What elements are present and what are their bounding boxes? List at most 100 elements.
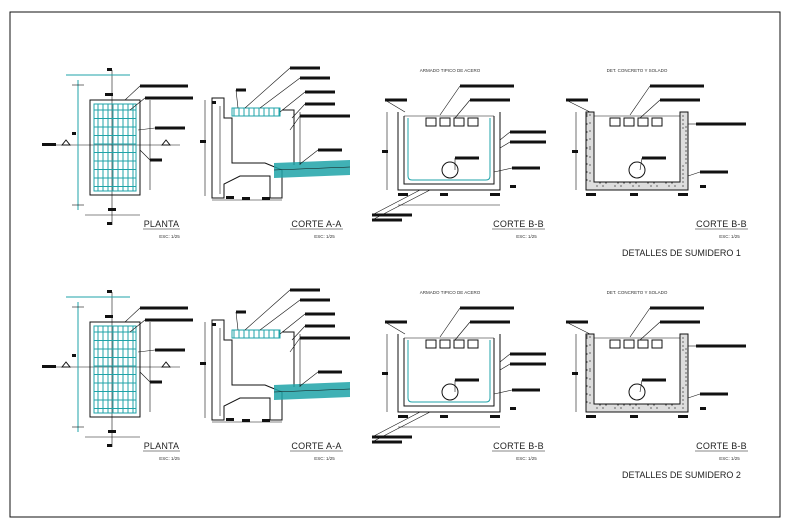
label-tag xyxy=(42,365,56,368)
aggregate-dot xyxy=(665,182,667,184)
leader-line xyxy=(259,299,301,331)
leader-line xyxy=(639,379,643,393)
leader-line xyxy=(493,167,513,173)
label-tag xyxy=(566,98,588,102)
label-tag xyxy=(440,415,448,418)
leader-line xyxy=(244,67,291,109)
aggregate-dot xyxy=(599,182,601,184)
aggregate-dot xyxy=(596,185,598,187)
leader-line xyxy=(384,99,406,113)
label-tag xyxy=(290,288,320,292)
leader-line xyxy=(139,371,151,383)
pipe-body xyxy=(274,160,350,178)
stirrup xyxy=(439,117,451,127)
label-tag xyxy=(696,122,746,126)
right-wall xyxy=(282,331,295,387)
aggregate-dot xyxy=(605,404,607,406)
aggregate-dot xyxy=(682,403,684,405)
label-tag xyxy=(510,130,546,134)
aggregate-dot xyxy=(685,368,687,370)
aggregate-dot xyxy=(589,368,591,370)
aggregate-dot xyxy=(620,185,622,187)
pipe-circle xyxy=(441,161,459,179)
aggregate-dot xyxy=(682,387,684,389)
stirrup xyxy=(609,117,621,127)
aggregate-dot xyxy=(685,356,687,358)
box-outer xyxy=(397,112,501,191)
label-tag xyxy=(440,193,448,196)
aggregate-dot xyxy=(589,180,591,182)
aggregate-dot xyxy=(671,404,673,406)
label-tag xyxy=(510,362,546,366)
aggregate-dot xyxy=(682,169,684,171)
label-tag xyxy=(107,68,112,71)
label-tag xyxy=(510,352,546,356)
label-tag xyxy=(696,344,746,348)
aggregate-dot xyxy=(586,345,588,347)
view-scale: ESC: 1/25 xyxy=(314,456,335,461)
section-marker-left xyxy=(60,139,72,146)
aggregate-dot xyxy=(632,185,634,187)
view-scale: ESC: 1/25 xyxy=(516,456,537,461)
label-tag xyxy=(145,318,193,322)
leader-line xyxy=(371,411,431,443)
aggregate-dot xyxy=(635,182,637,184)
aggregate-dot xyxy=(638,407,640,409)
aggregate-dot xyxy=(586,401,588,403)
aggregate-dot xyxy=(623,182,625,184)
stirrup xyxy=(453,117,465,127)
leader-line xyxy=(439,85,461,116)
aggregate-dot xyxy=(685,150,687,152)
leader-line xyxy=(289,337,301,353)
view-label: CORTE B-B xyxy=(493,219,544,229)
aggregate-dot xyxy=(682,391,684,393)
leader-line xyxy=(291,103,306,119)
leader-line xyxy=(124,85,141,101)
leader-line xyxy=(137,127,156,131)
label-tag xyxy=(490,193,500,196)
label-tag xyxy=(586,415,596,418)
label-tag xyxy=(262,419,270,422)
aggregate-dot xyxy=(635,404,637,406)
label-tag xyxy=(512,166,540,170)
label-tag xyxy=(226,196,234,199)
aggregate-dot xyxy=(685,154,687,156)
label-tag xyxy=(150,380,162,384)
aggregate-dot xyxy=(586,361,588,363)
label-tag xyxy=(382,372,388,375)
label-tag xyxy=(242,419,250,422)
leader-line xyxy=(639,321,661,341)
label-tag xyxy=(510,140,546,144)
view-header: DET. CONCRETO Y SOLADO xyxy=(607,68,668,73)
stirrup xyxy=(467,339,479,349)
stirrup xyxy=(637,117,649,127)
label-tag xyxy=(490,415,500,418)
label-tag xyxy=(236,88,246,92)
label-tag xyxy=(107,222,112,225)
aggregate-dot xyxy=(682,345,684,347)
leader-line xyxy=(371,189,421,216)
stirrup xyxy=(425,339,437,349)
aggregate-dot xyxy=(589,130,591,132)
label-tag xyxy=(586,193,596,196)
aggregate-dot xyxy=(668,407,670,409)
box-inner xyxy=(403,116,495,185)
aggregate-dot xyxy=(647,404,649,406)
leader-line xyxy=(291,325,306,341)
rebar-loop xyxy=(407,340,491,403)
aggregate-dot xyxy=(685,380,687,382)
leader-line xyxy=(499,353,511,363)
aggregate-dot xyxy=(685,364,687,366)
label-tag xyxy=(372,440,402,444)
label-tag xyxy=(630,193,638,196)
aggregate-dot xyxy=(665,404,667,406)
view-header: DET. CONCRETO Y SOLADO xyxy=(607,290,668,295)
aggregate-dot xyxy=(586,113,588,115)
aggregate-dot xyxy=(586,147,588,149)
leader-line xyxy=(289,115,301,131)
label-tag xyxy=(290,66,320,70)
leader-line xyxy=(629,85,651,116)
